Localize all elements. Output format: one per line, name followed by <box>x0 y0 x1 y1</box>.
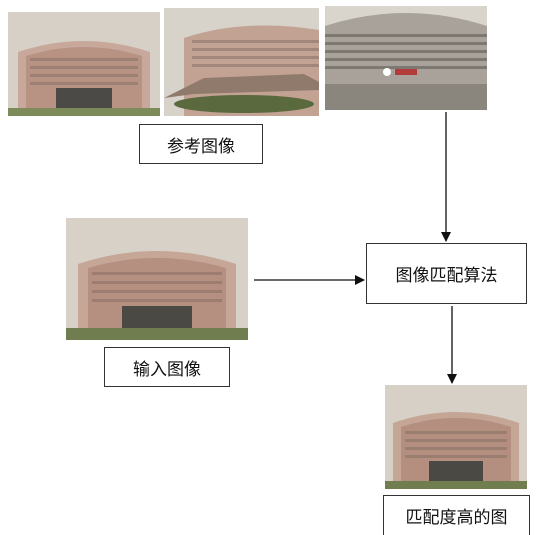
matching-algorithm-text: 图像匹配算法 <box>395 266 498 286</box>
result-image-text: 匹配度高的图 <box>405 508 508 528</box>
input-image-text: 输入图像 <box>133 359 201 380</box>
reference-photo-3 <box>325 6 487 110</box>
reference-photo-1 <box>8 12 160 116</box>
matching-algorithm-box: 图像匹配算法 <box>366 243 527 304</box>
reference-images-text: 参考图像 <box>167 136 235 157</box>
reference-images-label: 参考图像 <box>139 124 263 164</box>
input-image-label: 输入图像 <box>104 347 230 387</box>
result-photo <box>385 385 527 489</box>
reference-photo-2 <box>164 8 319 116</box>
result-image-label: 匹配度高的图 <box>383 495 530 535</box>
input-photo <box>66 218 248 340</box>
